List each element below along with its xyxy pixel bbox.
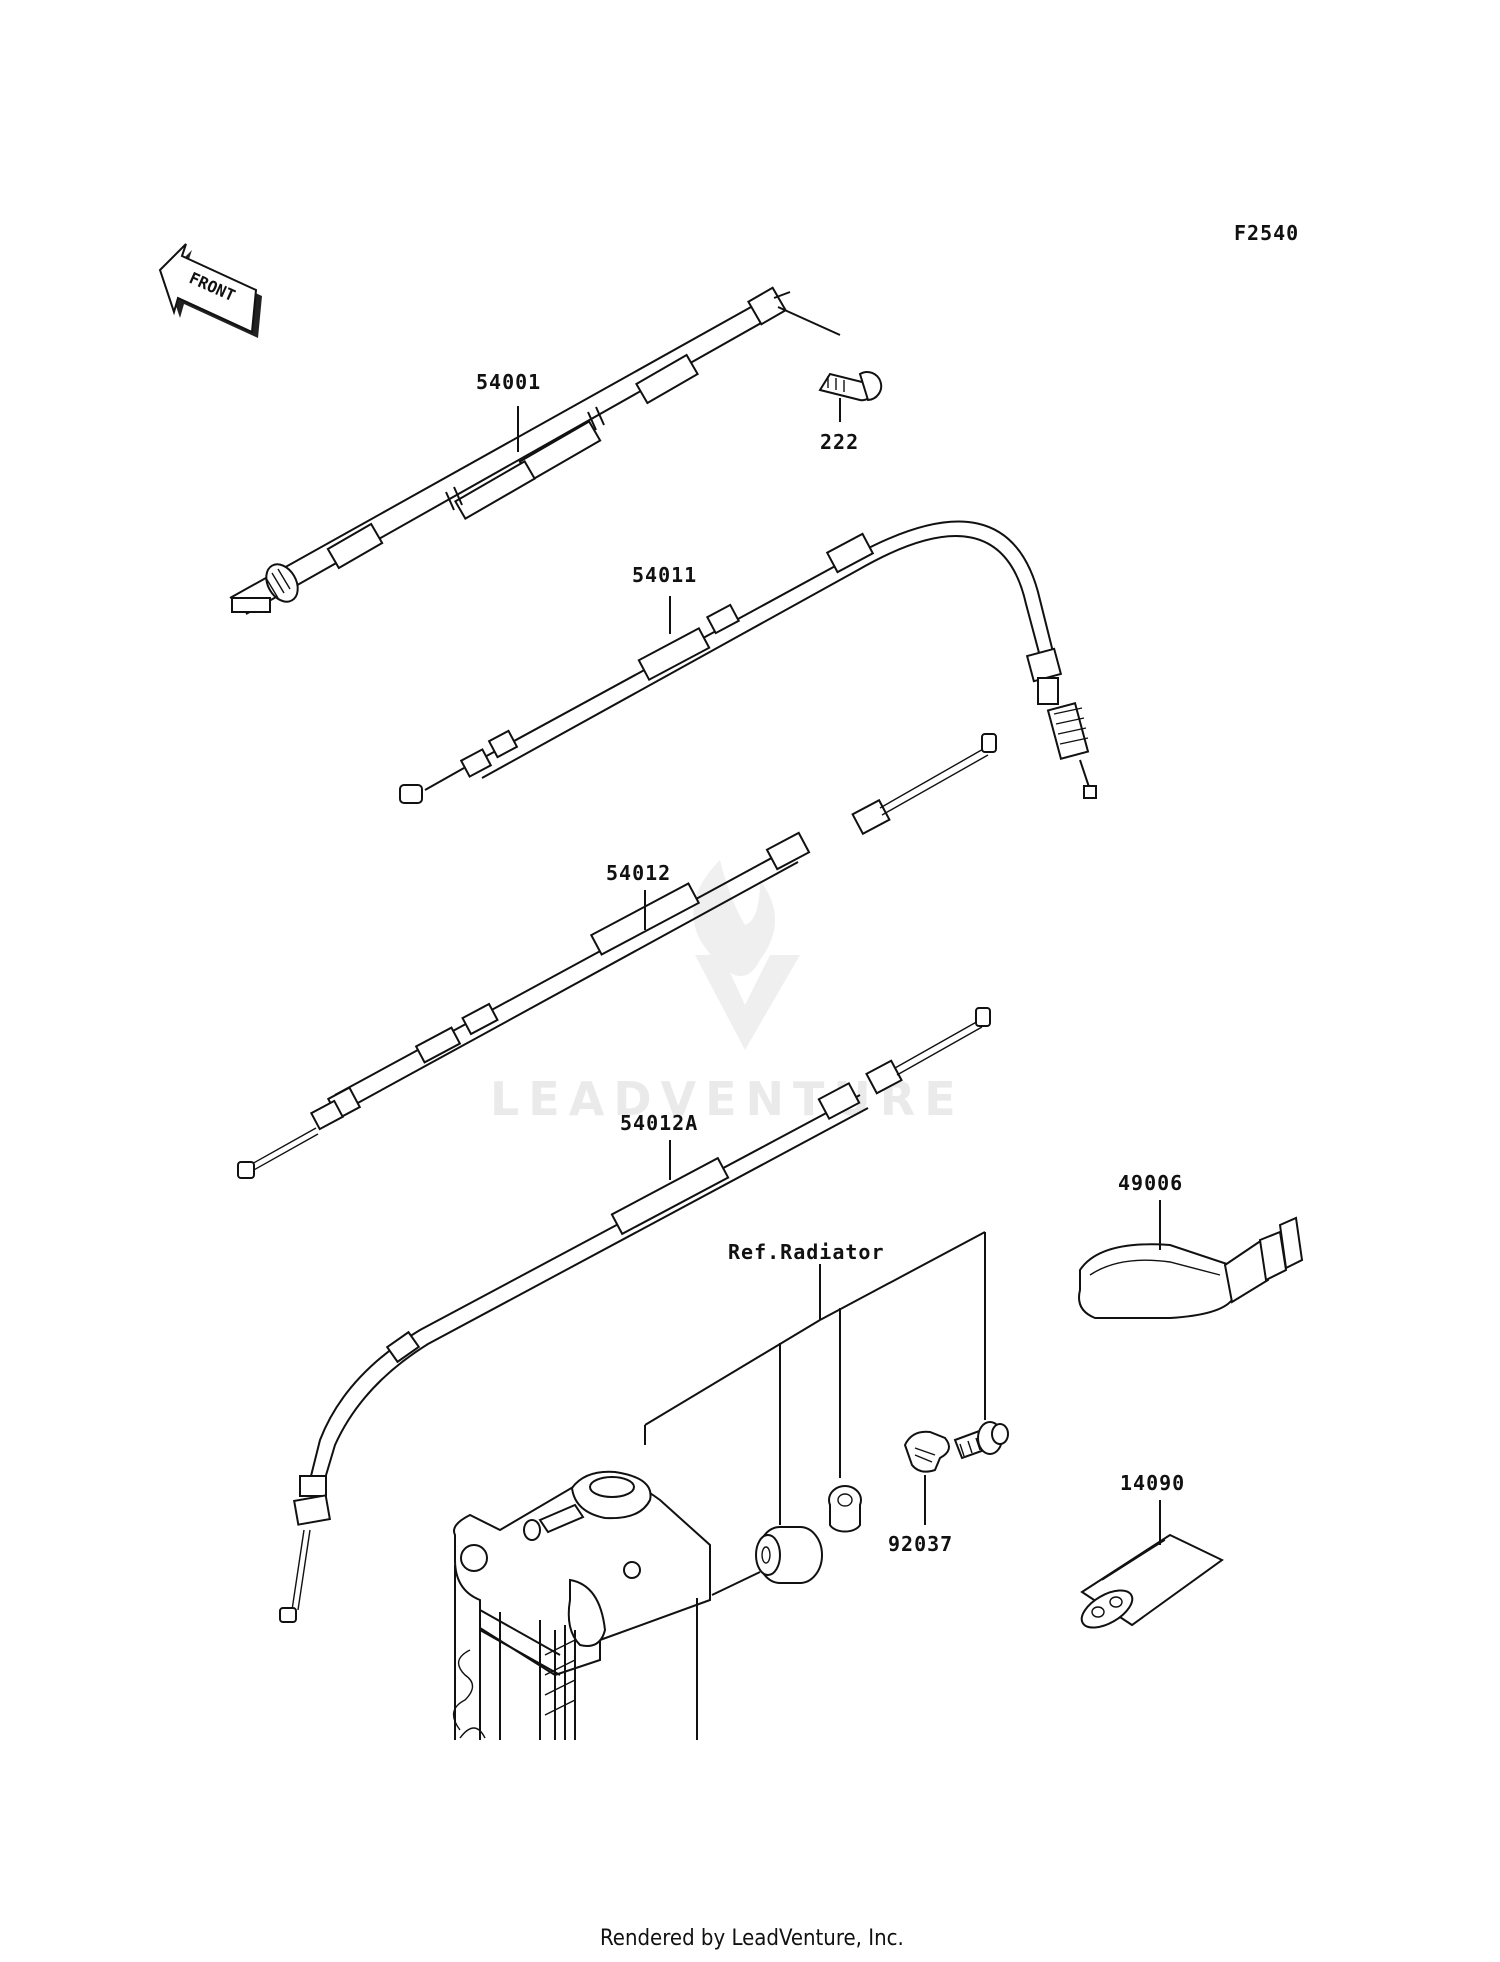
throttle-cable-54011: [399, 520, 1097, 804]
part-label-54001: 54001: [476, 370, 541, 394]
cover-49006: [1078, 1216, 1304, 1319]
front-arrow-icon: FRONT: [158, 243, 262, 338]
part-label-54012: 54012: [606, 861, 671, 885]
ref-radiator-leaders: [644, 1231, 986, 1525]
part-label-49006: 49006: [1118, 1171, 1183, 1195]
cable-54012A: [279, 1007, 991, 1623]
speedometer-cable-54001: [229, 286, 791, 615]
screw-222: [777, 306, 883, 402]
clip-92037: [903, 1430, 950, 1473]
cap-14090: [1080, 1533, 1224, 1629]
radiator-reference: [452, 1470, 761, 1740]
bolt-part: [953, 1421, 1009, 1460]
part-label-92037: 92037: [888, 1532, 953, 1556]
collar-part: [828, 1485, 862, 1533]
part-label-54012A: 54012A: [620, 1111, 698, 1135]
part-label-222: 222: [820, 430, 859, 454]
footer-credit: Rendered by LeadVenture, Inc.: [600, 1926, 904, 1951]
grommet-part: [755, 1526, 823, 1584]
ref-radiator-label: Ref.Radiator: [728, 1240, 885, 1264]
part-label-14090: 14090: [1120, 1471, 1185, 1495]
part-label-54011: 54011: [632, 563, 697, 587]
figure-code: F2540: [1234, 221, 1299, 245]
